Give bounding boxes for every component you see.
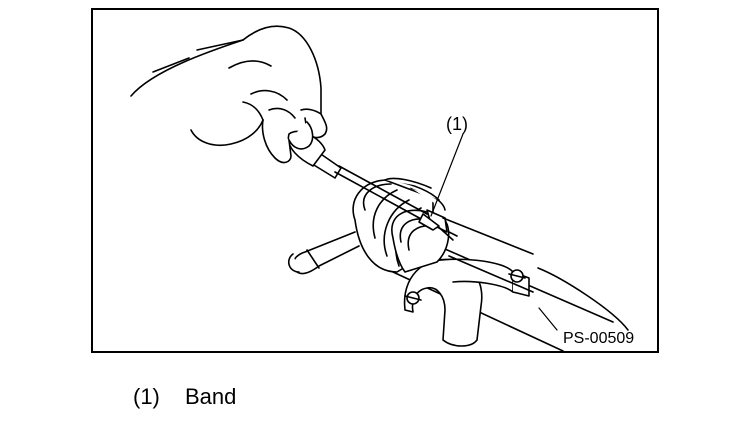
legend-item-number: (1) xyxy=(133,384,160,409)
callout-leader-line xyxy=(430,133,464,217)
figure-id-leader-line xyxy=(538,307,558,331)
legend-item-label: Band xyxy=(185,384,237,409)
hand xyxy=(130,25,328,164)
tube-inner xyxy=(442,217,534,293)
callout-number-1: (1) xyxy=(446,114,468,134)
legend: (1) Band xyxy=(133,384,236,410)
figure-id-label: PS-00509 xyxy=(563,330,635,347)
pliers-handle xyxy=(287,231,360,275)
leader-lines xyxy=(430,133,558,331)
steering-boot-band-illustration xyxy=(130,25,629,351)
illustration-frame: (1) PS-00509 xyxy=(91,8,659,353)
